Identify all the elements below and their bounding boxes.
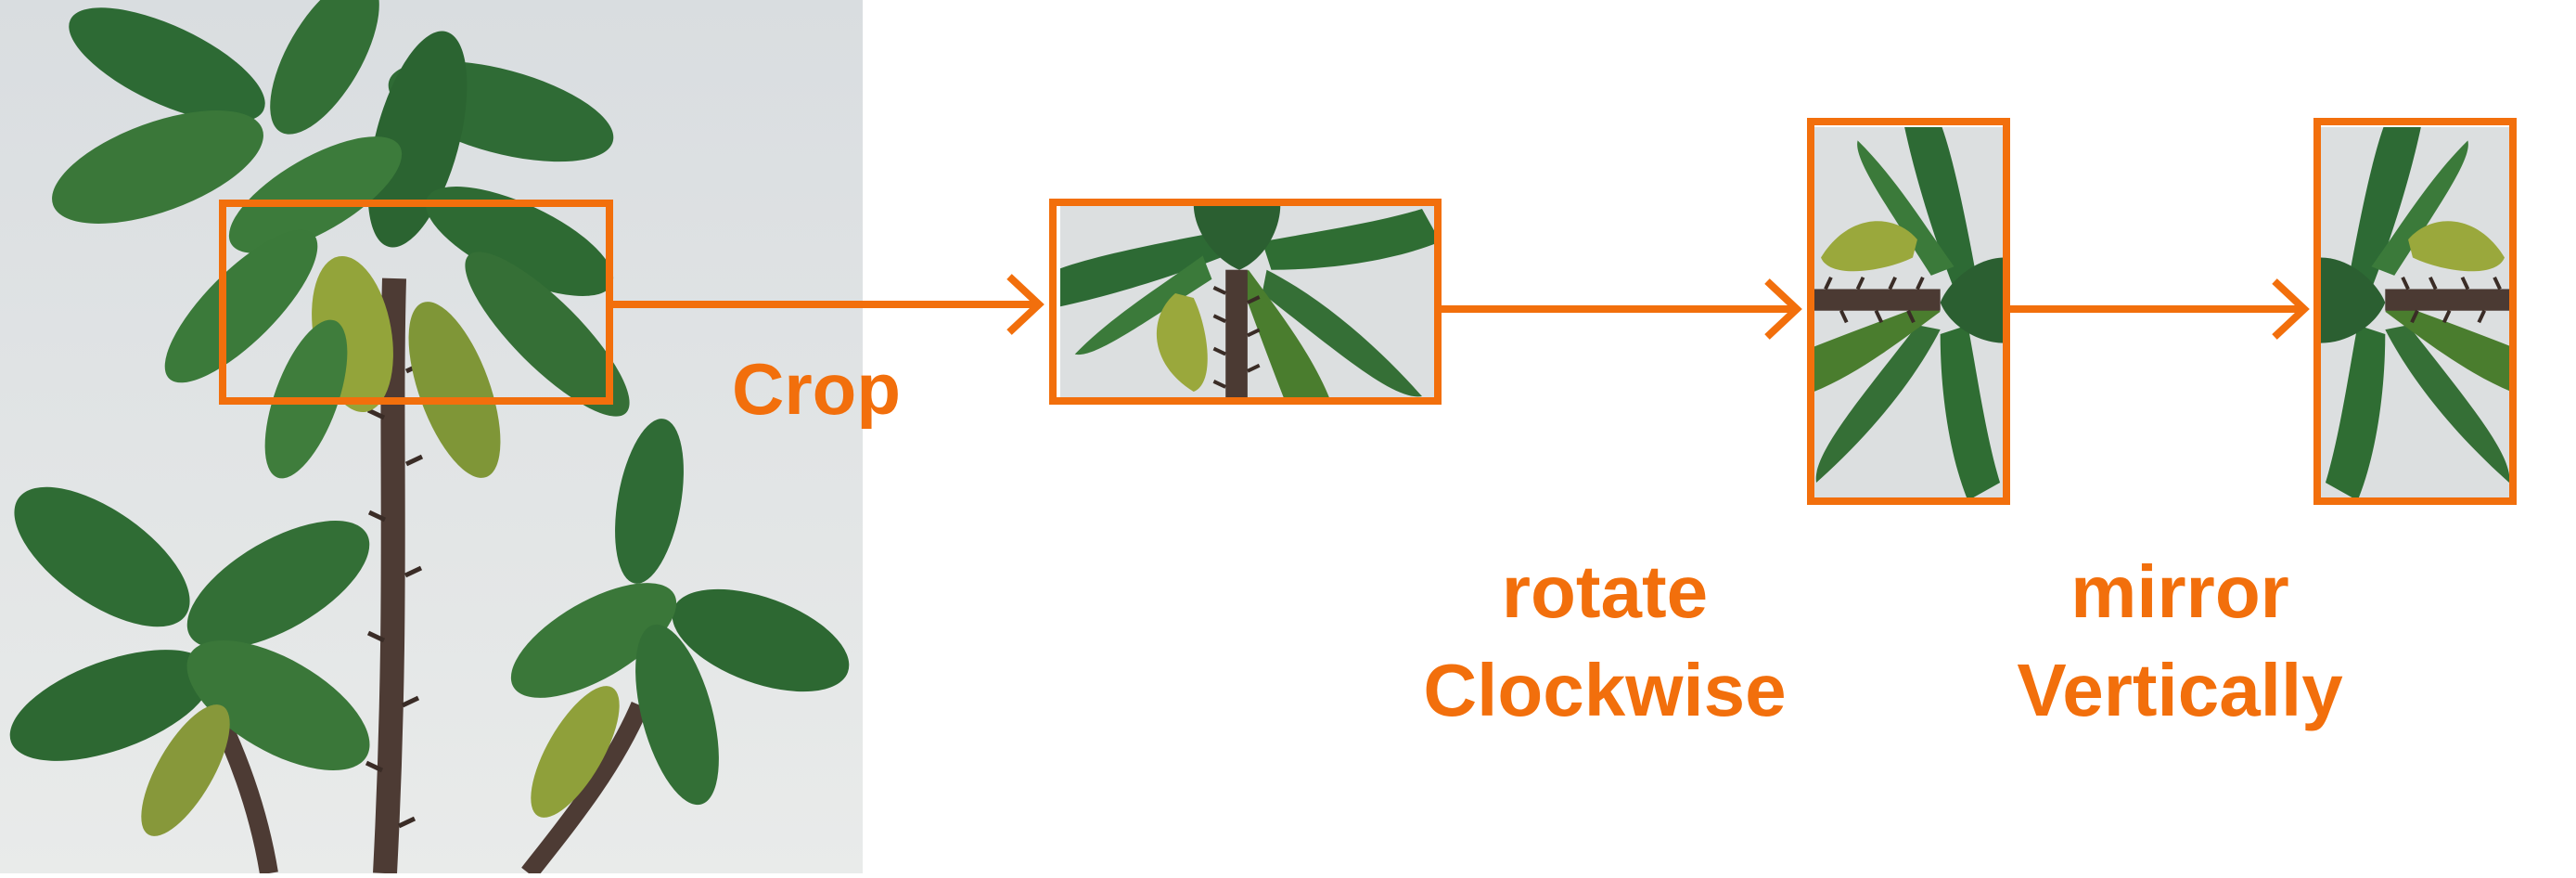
mirrored-image [2313,118,2517,505]
rotated-image [1807,118,2010,505]
rotate-label-line2: Clockwise [1423,649,1787,731]
arrow-rotate [1438,278,1802,340]
crop-label: Crop [732,348,901,430]
cropped-image [1049,199,1442,405]
crop-region-box [219,200,613,405]
arrow-mirror [2006,278,2310,340]
mirror-label-line2: Vertically [2017,649,2343,731]
plant-photo [0,0,863,878]
rotate-label: rotate Clockwise [1354,555,1855,728]
rotate-label-line1: rotate [1501,550,1709,633]
mirror-label: mirror Vertically [1939,555,2421,728]
mirror-label-line1: mirror [2070,550,2289,633]
arrow-crop [610,274,1044,335]
